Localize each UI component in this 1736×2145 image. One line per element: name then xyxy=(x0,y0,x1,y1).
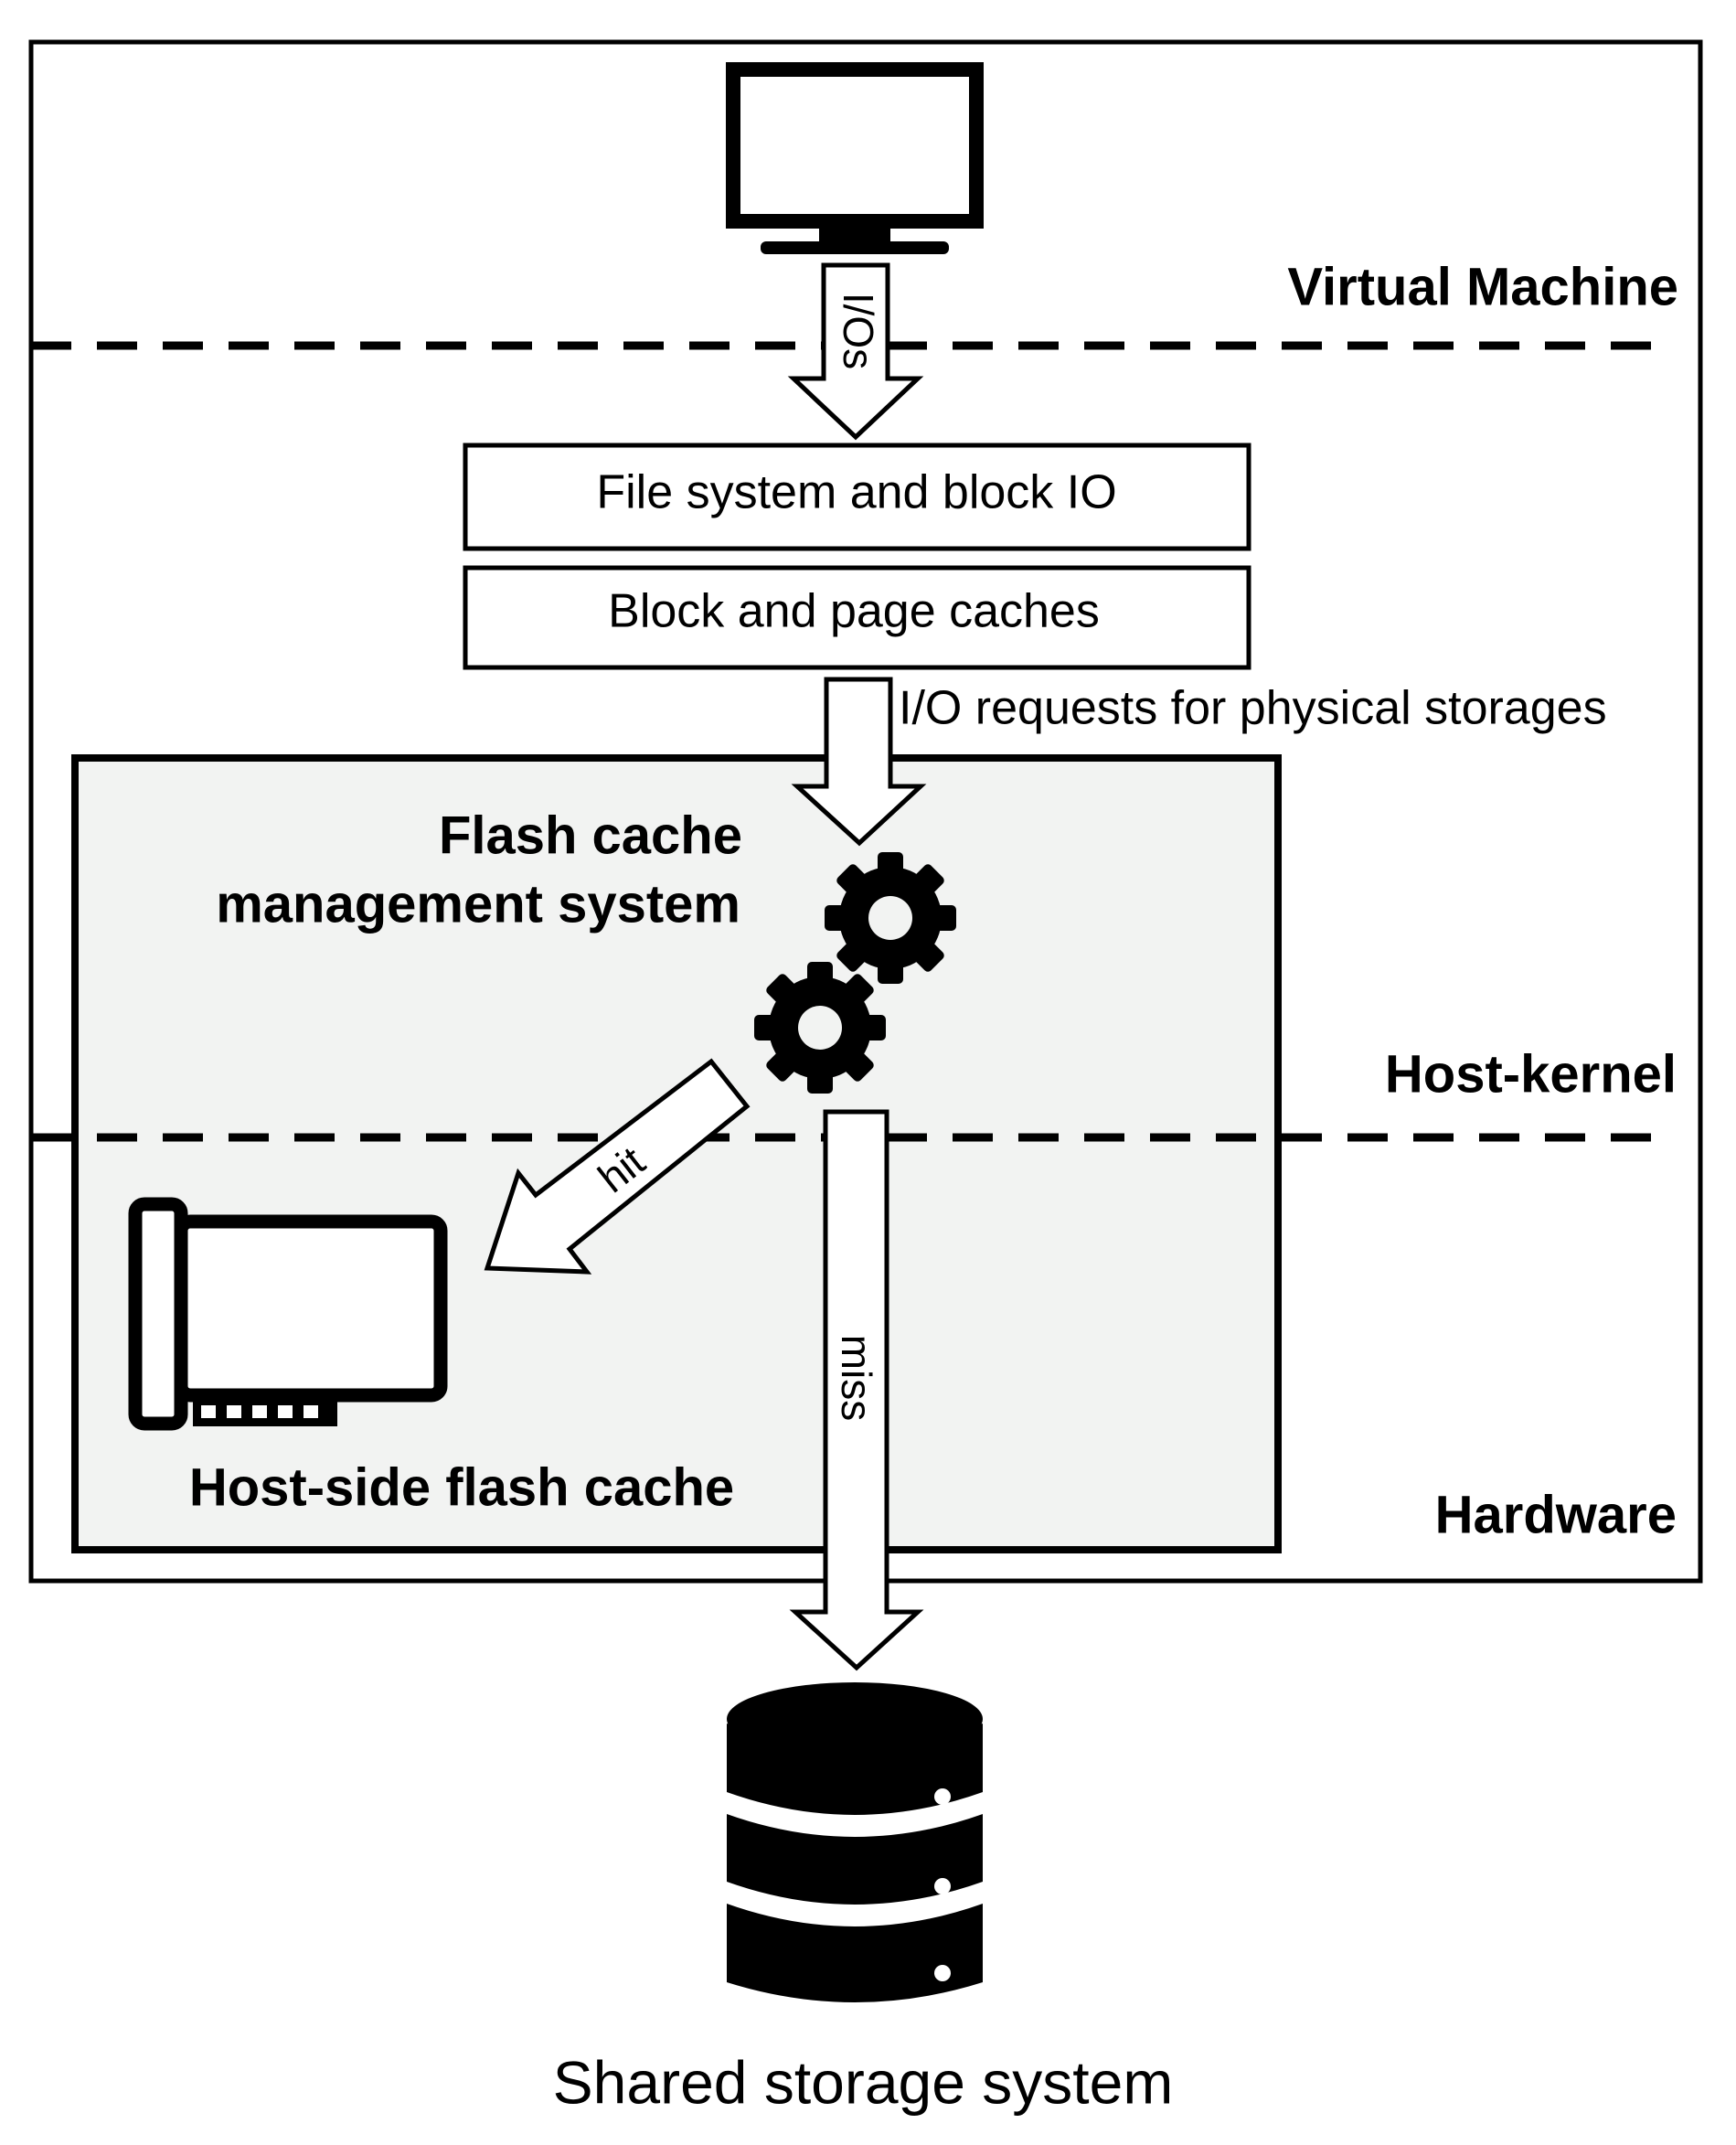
ios-arrow-label: I/Os xyxy=(835,293,882,369)
virtual-machine-label: Virtual Machine xyxy=(1287,257,1678,316)
flash-card-icon xyxy=(128,1197,448,1431)
database-icon xyxy=(727,1682,983,2002)
hardware-label: Hardware xyxy=(1435,1485,1677,1544)
gear-icon xyxy=(825,852,956,984)
file-system-label: File system and block IO xyxy=(596,466,1116,519)
monitor-icon xyxy=(726,62,984,254)
flash-mgmt-label-line1: Flash cache xyxy=(439,806,742,865)
flash-cache-label: Host-side flash cache xyxy=(189,1457,734,1517)
page-caches-box: Block and page caches xyxy=(463,565,1251,670)
miss-arrow-label: miss xyxy=(833,1335,880,1422)
io-requests-arrow xyxy=(791,677,927,847)
flash-mgmt-label-line2: management system xyxy=(216,874,740,934)
file-system-box: File system and block IO xyxy=(463,443,1251,551)
ios-arrow: I/Os xyxy=(787,262,924,441)
miss-arrow: miss xyxy=(789,1109,924,1671)
host-kernel-label: Host-kernel xyxy=(1385,1044,1677,1104)
gear-icon xyxy=(754,962,886,1094)
hit-arrow: hit xyxy=(484,1058,751,1275)
io-requests-label: I/O requests for physical storages xyxy=(899,682,1607,735)
page-caches-label: Block and page caches xyxy=(608,585,1100,638)
storage-label: Shared storage system xyxy=(553,2048,1174,2116)
